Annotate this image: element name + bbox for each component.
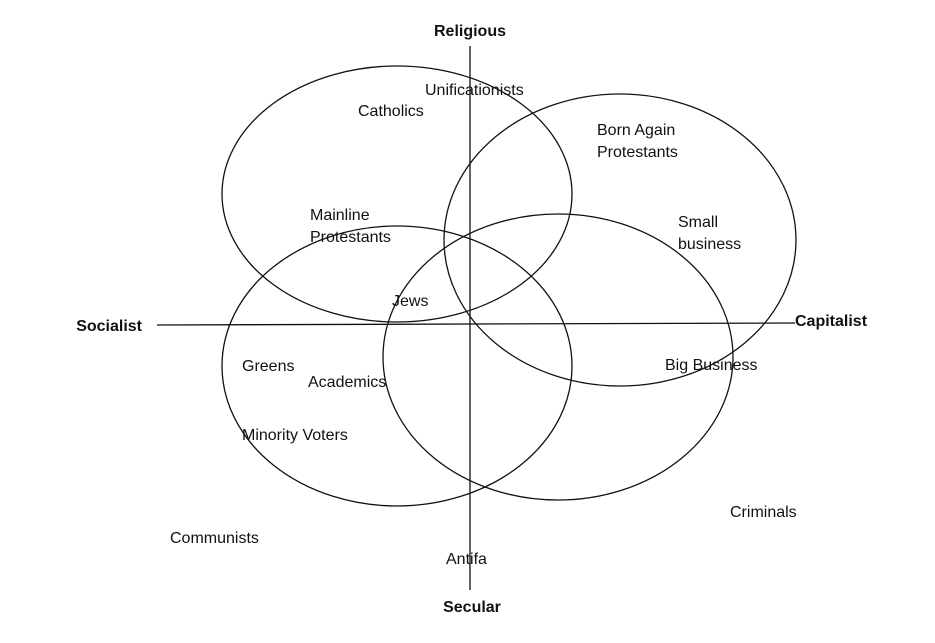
axis-label-religious: Religious xyxy=(434,23,506,40)
group-label: Big Business xyxy=(665,357,758,374)
axis-label-capitalist: Capitalist xyxy=(795,313,868,330)
axis-label-socialist: Socialist xyxy=(76,318,142,335)
group-label: Small xyxy=(678,214,718,231)
group-label: Protestants xyxy=(310,229,391,246)
group-label: Born Again xyxy=(597,122,675,139)
group-label: Antifa xyxy=(446,551,487,568)
group-label: Mainline xyxy=(310,207,370,224)
lower-left-ellipse xyxy=(221,225,573,507)
upper-left-ellipse xyxy=(221,65,573,323)
group-label: Protestants xyxy=(597,144,678,161)
group-label: Criminals xyxy=(730,504,797,521)
group-label: Academics xyxy=(308,374,386,391)
group-label: Unificationists xyxy=(425,82,524,99)
group-label: business xyxy=(678,236,741,253)
group-label: Minority Voters xyxy=(242,427,348,444)
group-label: Greens xyxy=(242,358,294,375)
group-label: Catholics xyxy=(358,103,424,120)
lower-right-ellipse xyxy=(382,213,734,501)
upper-right-ellipse xyxy=(443,93,797,387)
group-label: Jews xyxy=(392,293,428,310)
axis-label-secular: Secular xyxy=(443,599,501,616)
group-label: Communists xyxy=(170,530,259,547)
